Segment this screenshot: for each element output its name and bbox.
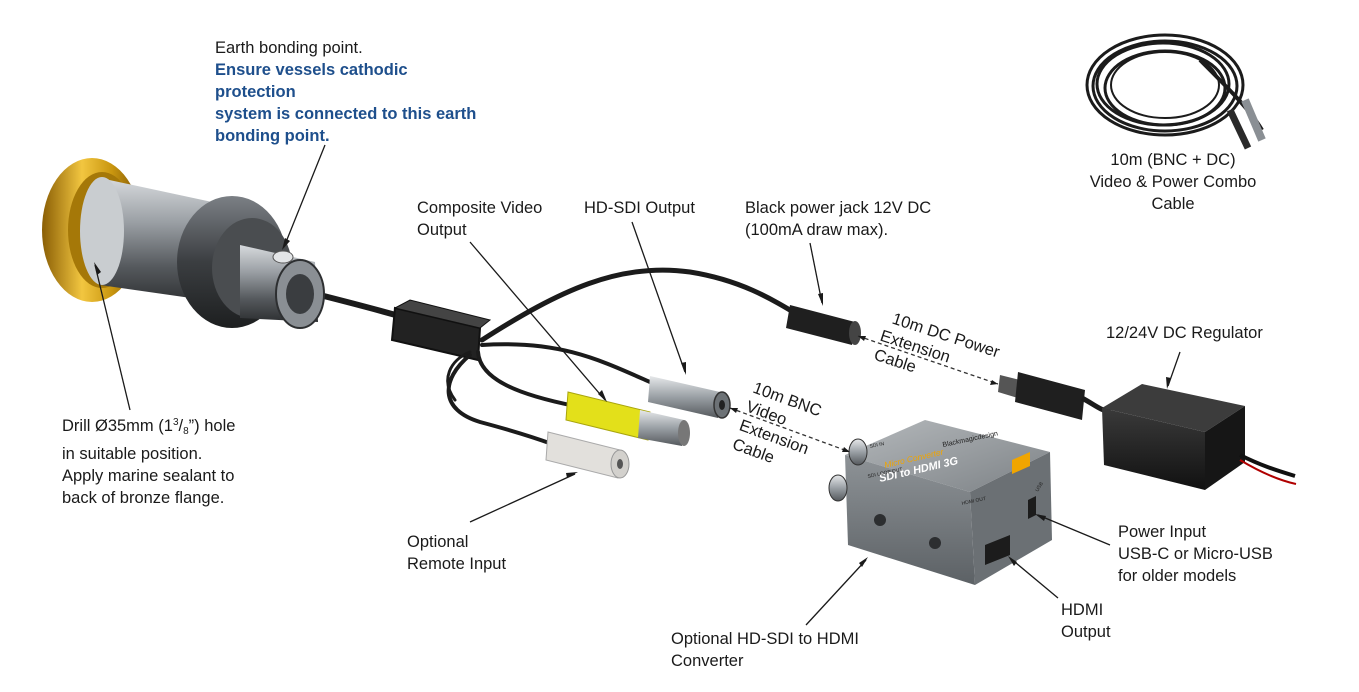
earth-warning-line1: Ensure vessels cathodic	[215, 61, 408, 79]
dc-extension-plug	[998, 372, 1111, 420]
combo-cable-line1: 10m (BNC + DC)	[1110, 151, 1236, 169]
power-jack-line2: (100mA draw max).	[745, 221, 889, 239]
leader-lines	[94, 144, 1181, 626]
combo-cable-coil	[1085, 33, 1266, 150]
converter-port-hdmi: HDMI OUT	[961, 496, 986, 507]
drill-line1: Drill Ø35mm (13/8”) hole	[62, 412, 235, 443]
drill-line2: in suitable position.	[62, 445, 203, 463]
converter-line2: Converter	[671, 652, 744, 670]
composite-line2: Output	[417, 221, 467, 239]
drill-line1-post: ”) hole	[188, 417, 236, 435]
drill-fraction-slash: /	[178, 417, 184, 435]
leader-hdmi	[1009, 557, 1059, 599]
hdsdi-bnc-connector	[648, 376, 731, 419]
cable-harness	[390, 267, 803, 446]
drill-fraction-numerator: 3	[172, 417, 179, 428]
remote-line2: Remote Input	[407, 555, 507, 573]
dc-regulator	[1102, 384, 1297, 490]
combo-cable-line2: Video & Power Combo	[1089, 173, 1257, 191]
hdmi-line2: Output	[1061, 623, 1111, 641]
remote-input-label: Optional Remote Input	[407, 531, 506, 575]
earth-bonding-label: Earth bonding point. Ensure vessels cath…	[215, 37, 476, 147]
leader-hdsdi	[631, 221, 686, 373]
earth-bonding-title: Earth bonding point.	[215, 39, 363, 57]
power-jack-label: Black power jack 12V DC (100mA draw max)…	[745, 197, 931, 241]
converter-port-usb: USB	[1035, 481, 1046, 493]
power-input-line1: Power Input	[1118, 523, 1207, 541]
leader-drill	[94, 264, 131, 411]
power-jack-line1: Black power jack 12V DC	[745, 199, 932, 217]
earth-warning-line2: protection	[215, 83, 296, 101]
combo-cable-label: 10m (BNC + DC) Video & Power Combo Cable	[1073, 149, 1273, 215]
composite-video-label: Composite Video Output	[417, 197, 542, 241]
regulator-label: 12/24V DC Regulator	[1106, 324, 1263, 342]
earth-warning-line4: bonding point.	[215, 127, 330, 145]
leader-earth	[283, 144, 326, 248]
composite-line1: Composite Video	[417, 199, 543, 217]
converter-line1: Optional HD-SDI to HDMI	[671, 630, 859, 648]
leader-remote	[469, 473, 576, 523]
drill-instructions-label: Drill Ø35mm (13/8”) hole in suitable pos…	[62, 412, 235, 509]
drill-line4: back of bronze flange.	[62, 489, 225, 507]
earth-warning-line3: system is connected to this earth	[215, 105, 477, 123]
drill-line1-pre: Drill Ø35mm (1	[62, 417, 173, 435]
leader-power-jack	[809, 242, 823, 304]
leader-converter	[805, 559, 867, 626]
remote-input-rca-connector	[545, 431, 630, 479]
converter-port-sdi-in: SDI IN	[869, 441, 885, 450]
drill-line3: Apply marine sealant to	[62, 467, 235, 485]
sdi-to-hdmi-converter	[828, 420, 1052, 585]
power-input-label: Power Input USB-C or Micro-USB for older…	[1118, 521, 1273, 587]
camera-housing	[42, 158, 421, 329]
drill-fraction-denominator: 8	[183, 426, 189, 437]
leader-composite	[469, 241, 606, 401]
power-input-line3: for older models	[1118, 567, 1237, 585]
hdmi-output-label: HDMI Output	[1061, 599, 1111, 643]
hdsdi-output-label: HD-SDI Output	[584, 199, 695, 217]
power-input-line2: USB-C or Micro-USB	[1118, 545, 1273, 563]
remote-line1: Optional	[407, 533, 469, 551]
composite-rca-connector	[565, 391, 690, 446]
converter-label: Optional HD-SDI to HDMI Converter	[671, 628, 859, 672]
hdmi-line1: HDMI	[1061, 601, 1104, 619]
leader-power-input	[1037, 514, 1111, 546]
combo-cable-line3: Cable	[1151, 195, 1195, 213]
leader-arrowheads	[94, 238, 1171, 567]
power-jack-connector	[786, 305, 861, 345]
earth-bonding-lug	[272, 250, 294, 264]
